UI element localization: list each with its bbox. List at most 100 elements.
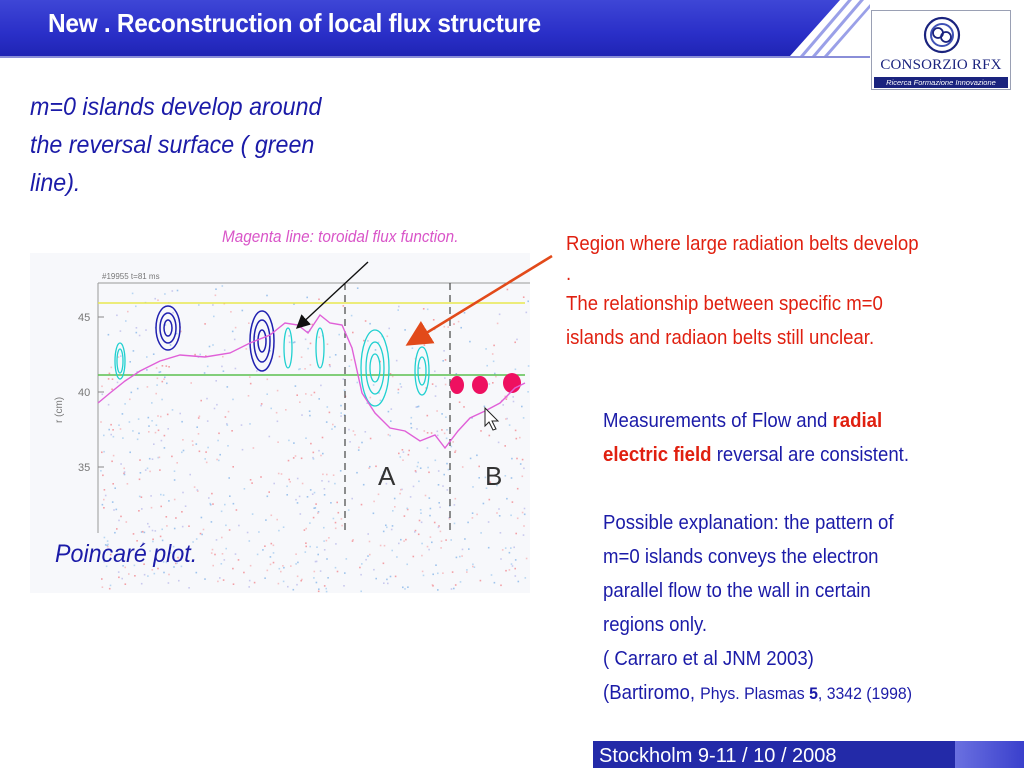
scatter-point	[132, 430, 134, 432]
paragraph-gap	[603, 472, 994, 506]
scatter-point	[277, 582, 280, 585]
scatter-point	[176, 562, 178, 564]
scatter-point	[160, 415, 162, 418]
scatter-point	[439, 506, 441, 509]
scatter-point	[506, 497, 508, 500]
scatter-point	[361, 563, 363, 565]
scatter-point	[270, 407, 272, 410]
scatter-point	[340, 415, 342, 417]
scatter-point	[233, 338, 236, 341]
region-note-line: .	[566, 263, 572, 285]
scatter-point	[348, 428, 350, 431]
scatter-point	[220, 510, 223, 513]
scatter-point	[209, 502, 211, 505]
scatter-point	[133, 564, 136, 567]
scatter-point	[438, 525, 440, 527]
scatter-point	[497, 441, 500, 444]
scatter-point	[190, 382, 192, 384]
scatter-point	[157, 456, 159, 459]
scatter-point	[234, 326, 237, 329]
scatter-point	[143, 531, 146, 534]
scatter-point	[429, 507, 432, 510]
scatter-point	[132, 533, 135, 535]
scatter-point	[314, 560, 317, 563]
scatter-point	[443, 432, 446, 435]
scatter-point	[288, 341, 291, 344]
page-title: New . Reconstruction of local flux struc…	[48, 8, 541, 38]
logo-name: CONSORZIO RFX	[880, 57, 1002, 73]
scatter-point	[461, 466, 464, 468]
scatter-point	[286, 485, 288, 488]
scatter-point	[158, 371, 161, 374]
scatter-point	[280, 570, 282, 573]
explanation-line: parallel flow to the wall in certain	[603, 580, 871, 602]
scatter-point	[164, 293, 166, 295]
shot-header: #19955 t=81 ms	[102, 272, 160, 281]
scatter-point	[322, 473, 324, 476]
scatter-point	[437, 470, 440, 472]
scatter-point	[412, 555, 415, 558]
scatter-point	[511, 501, 514, 503]
scatter-point	[262, 549, 264, 551]
scatter-point	[156, 377, 159, 380]
scatter-point	[221, 285, 224, 287]
scatter-point	[379, 360, 381, 363]
scatter-point	[437, 572, 439, 575]
scatter-point	[311, 493, 314, 495]
scatter-point	[141, 508, 143, 510]
scatter-point	[523, 513, 526, 516]
scatter-point	[369, 465, 371, 468]
scatter-point	[398, 452, 400, 455]
scatter-point	[313, 577, 315, 579]
scatter-point	[305, 393, 307, 395]
scatter-point	[450, 445, 453, 448]
scatter-point	[452, 441, 454, 443]
scatter-point	[379, 399, 382, 402]
scatter-point	[445, 416, 447, 418]
scatter-point	[136, 387, 139, 390]
scatter-point	[108, 587, 111, 590]
scatter-point	[120, 355, 122, 357]
scatter-point	[349, 441, 351, 443]
scatter-point	[248, 579, 251, 582]
scatter-point	[109, 584, 112, 587]
scatter-point	[107, 543, 109, 546]
scatter-point	[150, 506, 153, 509]
scatter-point	[496, 484, 498, 487]
scatter-point	[119, 330, 122, 332]
scatter-point	[225, 524, 227, 527]
intro-text: m=0 islands develop around the reversal …	[30, 88, 383, 202]
scatter-point	[516, 517, 519, 520]
scatter-point	[361, 441, 363, 444]
scatter-point	[360, 503, 363, 506]
scatter-point	[175, 332, 178, 335]
reference-line: (Bartiromo, Phys. Plasmas 5, 3342 (1998)	[603, 676, 994, 711]
scatter-point	[386, 335, 389, 338]
scatter-point	[103, 434, 105, 437]
scatter-point	[155, 367, 158, 369]
scatter-point	[151, 458, 154, 460]
explanation-line: regions only.	[603, 614, 708, 636]
scatter-point	[292, 457, 295, 459]
scatter-point	[232, 502, 235, 505]
scatter-point	[444, 359, 447, 361]
scatter-point	[285, 409, 287, 411]
scatter-point	[365, 558, 367, 561]
scatter-point	[480, 430, 482, 432]
scatter-point	[418, 519, 421, 522]
scatter-point	[126, 483, 129, 485]
scatter-point	[514, 341, 516, 344]
scatter-point	[152, 540, 154, 543]
scatter-point	[514, 368, 517, 371]
scatter-point	[341, 524, 343, 527]
scatter-point	[368, 467, 370, 469]
scatter-point	[163, 571, 165, 574]
scatter-point	[343, 585, 345, 587]
scatter-point	[472, 486, 474, 488]
scatter-point	[229, 495, 231, 497]
scatter-point	[438, 502, 440, 504]
region-label-b: B	[485, 461, 502, 491]
scatter-point	[151, 569, 154, 571]
scatter-point	[399, 383, 402, 385]
scatter-point	[320, 454, 322, 457]
